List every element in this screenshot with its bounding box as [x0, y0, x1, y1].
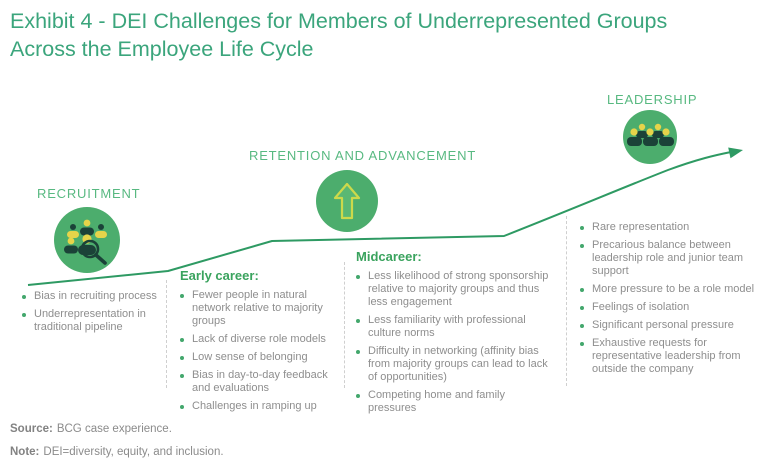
list-item: Significant personal pressure [580, 319, 762, 332]
list-item: Rare representation [580, 221, 762, 234]
midcareer-challenges-list: Midcareer: Less likelihood of strong spo… [356, 249, 556, 420]
bullet-icon [180, 374, 184, 378]
footnote: Note:DEI=diversity, equity, and inclusio… [10, 446, 224, 458]
bullet-icon [580, 306, 584, 310]
bullet-icon [580, 342, 584, 346]
bullet-icon [22, 313, 26, 317]
bullet-icon [180, 356, 184, 360]
list-item: More pressure to be a role model [580, 283, 762, 296]
list-item: Feelings of isolation [580, 301, 762, 314]
note-text: DEI=diversity, equity, and inclusion. [43, 446, 224, 458]
list-item: Lack of diverse role models [180, 333, 338, 346]
page-title-line2: Across the Employee Life Cycle [10, 37, 314, 61]
column-divider [344, 262, 345, 388]
leadership-challenges-list: Rare representation Precarious balance b… [580, 221, 762, 381]
source-label: Source: [10, 423, 53, 435]
list-item: Underrepresentation in traditional pipel… [22, 308, 160, 334]
list-item: Challenges in ramping up [180, 400, 338, 413]
midcareer-header: Midcareer: [356, 249, 422, 264]
arrowhead-icon [728, 147, 743, 159]
bullet-icon [580, 324, 584, 328]
bullet-icon [356, 350, 360, 354]
people-search-icon [54, 207, 120, 273]
early-career-challenges-list: Early career: Fewer people in natural ne… [180, 268, 338, 418]
list-item: Difficulty in networking (affinity bias … [356, 345, 556, 384]
note-label: Note: [10, 446, 40, 458]
list-item: Competing home and family pressures [356, 389, 556, 415]
list-item: Precarious balance between leadership ro… [580, 239, 762, 278]
column-divider [566, 216, 567, 386]
list-item: Low sense of belonging [180, 351, 338, 364]
list-item: Bias in recruiting process [22, 290, 160, 303]
source-text: BCG case experience. [56, 423, 172, 435]
list-item: Bias in day-to-day feedback and evaluati… [180, 369, 338, 395]
list-item: Less likelihood of strong sponsorship re… [356, 270, 556, 309]
bullet-icon [356, 275, 360, 279]
page-title: Exhibit 4 - DEI Challenges for Members o… [10, 7, 750, 63]
team-icon [623, 110, 677, 164]
recruitment-challenges-list: Bias in recruiting process Underrepresen… [22, 290, 160, 339]
column-divider [166, 280, 167, 388]
bullet-icon [580, 226, 584, 230]
list-item: Fewer people in natural network relative… [180, 289, 338, 328]
early-career-header: Early career: [180, 268, 259, 283]
bullet-icon [22, 295, 26, 299]
stage-label-recruitment: RECRUITMENT [37, 186, 141, 201]
bullet-icon [580, 288, 584, 292]
stage-label-retention-advancement: RETENTION AND ADVANCEMENT [249, 148, 477, 163]
bullet-icon [580, 244, 584, 248]
up-arrow-icon [316, 170, 378, 232]
stage-label-leadership: LEADERSHIP [607, 92, 698, 107]
bullet-icon [356, 394, 360, 398]
bullet-icon [356, 319, 360, 323]
bullet-icon [180, 405, 184, 409]
bullet-icon [180, 294, 184, 298]
bullet-icon [180, 338, 184, 342]
list-item: Less familiarity with professional cultu… [356, 314, 556, 340]
source-note: Source:BCG case experience. [10, 423, 172, 435]
list-item: Exhaustive requests for representative l… [580, 337, 762, 376]
page-title-line1: Exhibit 4 - DEI Challenges for Members o… [10, 9, 668, 33]
